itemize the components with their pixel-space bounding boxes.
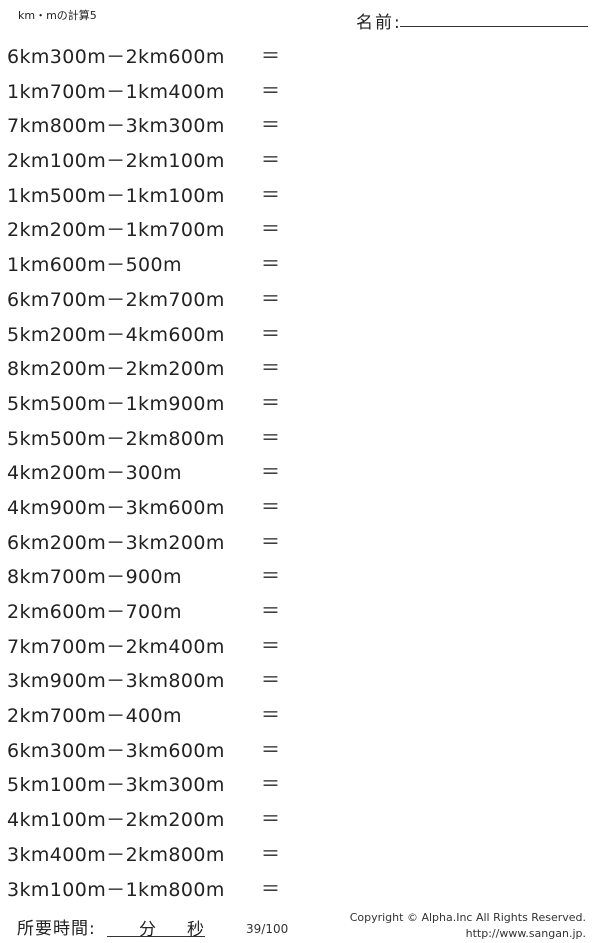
equals-sign: ＝ (261, 79, 281, 102)
problem-row: 4km100m－2km200m ＝ (7, 801, 307, 836)
problem-row: 4km900m－3km600m ＝ (7, 489, 307, 524)
problem-row: 7km800m－3km300m ＝ (7, 107, 307, 142)
equals-sign: ＝ (261, 495, 281, 518)
problem-expression: 3km100m－1km800m (7, 878, 225, 901)
problem-row: 1km600m－500m ＝ (7, 246, 307, 281)
equals-sign: ＝ (261, 426, 281, 449)
problem-expression: 2km600m－700m (7, 601, 182, 623)
problem-row: 6km300m－3km600m ＝ (7, 732, 307, 767)
equals-sign: ＝ (261, 600, 281, 622)
equals-sign: ＝ (261, 738, 281, 761)
problem-expression: 5km200m－4km600m (7, 323, 225, 346)
problem-expression: 4km100m－2km200m (7, 809, 225, 832)
problem-row: 6km300m－2km600m ＝ (7, 38, 307, 73)
minutes-label: 分 (139, 920, 156, 940)
equals-sign: ＝ (261, 808, 281, 831)
problem-expression: 6km200m－3km200m (7, 531, 225, 554)
equals-sign: ＝ (261, 391, 281, 414)
problem-row: 2km700m－400m ＝ (7, 697, 307, 732)
problem-row: 5km500m－2km800m ＝ (7, 420, 307, 455)
problem-expression: 4km900m－3km600m (7, 496, 225, 519)
problem-list: 6km300m－2km600m＝1km700m－1km400m＝7km800m－… (7, 38, 307, 905)
equals-sign: ＝ (261, 773, 281, 796)
equals-sign: ＝ (261, 357, 281, 380)
equals-sign: ＝ (261, 114, 281, 137)
name-underline (400, 26, 588, 27)
equals-sign: ＝ (261, 287, 281, 310)
page-count: 39/100 (246, 922, 289, 936)
problem-row: 5km200m－4km600m ＝ (7, 316, 307, 351)
problem-row: 2km600m－700m ＝ (7, 593, 307, 628)
site-url: http://www.sangan.jp. (465, 927, 586, 940)
equals-sign: ＝ (261, 149, 281, 172)
copyright-block: Copyright © Alpha.Inc All Rights Reserve… (350, 910, 586, 942)
equals-sign: ＝ (261, 322, 281, 345)
problem-expression: 7km800m－3km300m (7, 115, 225, 138)
equals-sign: ＝ (261, 842, 281, 865)
problem-expression: 6km300m－3km600m (7, 739, 225, 762)
problem-expression: 2km200m－1km700m (7, 219, 225, 242)
equals-sign: ＝ (261, 565, 281, 588)
problem-row: 6km700m－2km700m ＝ (7, 281, 307, 316)
problem-row: 8km700m－900m ＝ (7, 558, 307, 593)
seconds-label: 秒 (187, 920, 204, 940)
equals-sign: ＝ (261, 253, 281, 276)
copyright-text: Copyright © Alpha.Inc All Rights Reserve… (349, 911, 586, 924)
worksheet-title: km・mの計算5 (18, 9, 97, 22)
problem-expression: 4km200m－300m (7, 462, 182, 485)
time-underline (107, 936, 205, 937)
problem-expression: 8km200m－2km200m (7, 358, 225, 381)
problem-row: 3km900m－3km800m ＝ (7, 662, 307, 697)
problem-expression: 5km500m－1km900m (7, 392, 225, 415)
equals-sign: ＝ (261, 183, 281, 206)
equals-sign: ＝ (261, 704, 281, 727)
problem-expression: 6km300m－2km600m (7, 46, 225, 68)
time-taken-label: 所要時間: (17, 919, 96, 939)
problem-row: 2km200m－1km700m ＝ (7, 211, 307, 246)
problem-expression: 1km600m－500m (7, 254, 182, 277)
problem-expression: 1km500m－1km100m (7, 184, 225, 207)
problem-row: 8km200m－2km200m ＝ (7, 350, 307, 385)
problem-row: 7km700m－2km400m ＝ (7, 628, 307, 663)
equals-sign: ＝ (261, 634, 281, 657)
problem-expression: 3km400m－2km800m (7, 843, 225, 866)
problem-expression: 5km100m－3km300m (7, 774, 225, 797)
equals-sign: ＝ (261, 45, 281, 67)
problem-row: 5km500m－1km900m ＝ (7, 385, 307, 420)
problem-row: 1km700m－1km400m ＝ (7, 73, 307, 108)
problem-expression: 5km500m－2km800m (7, 427, 225, 450)
problem-row: 6km200m－3km200m ＝ (7, 524, 307, 559)
problem-expression: 3km900m－3km800m (7, 670, 225, 693)
problem-expression: 6km700m－2km700m (7, 288, 225, 311)
problem-expression: 7km700m－2km400m (7, 635, 225, 658)
name-field: 名前: (356, 6, 588, 33)
problem-row: 2km100m－2km100m ＝ (7, 142, 307, 177)
time-taken-field: 所要時間: 分 秒 (17, 914, 207, 940)
problem-row: 4km200m－300m ＝ (7, 454, 307, 489)
problem-row: 1km500m－1km100m ＝ (7, 177, 307, 212)
problem-expression: 8km700m－900m (7, 566, 182, 589)
equals-sign: ＝ (261, 461, 281, 484)
problem-expression: 2km700m－400m (7, 705, 182, 728)
equals-sign: ＝ (261, 218, 281, 241)
name-label: 名前: (356, 13, 402, 33)
problem-row: 3km400m－2km800m ＝ (7, 836, 307, 871)
problem-row: 5km100m－3km300m ＝ (7, 766, 307, 801)
problem-expression: 1km700m－1km400m (7, 80, 225, 103)
equals-sign: ＝ (261, 877, 281, 900)
equals-sign: ＝ (261, 669, 281, 692)
equals-sign: ＝ (261, 530, 281, 553)
problem-row: 3km100m－1km800m ＝ (7, 871, 307, 906)
problem-expression: 2km100m－2km100m (7, 150, 225, 173)
